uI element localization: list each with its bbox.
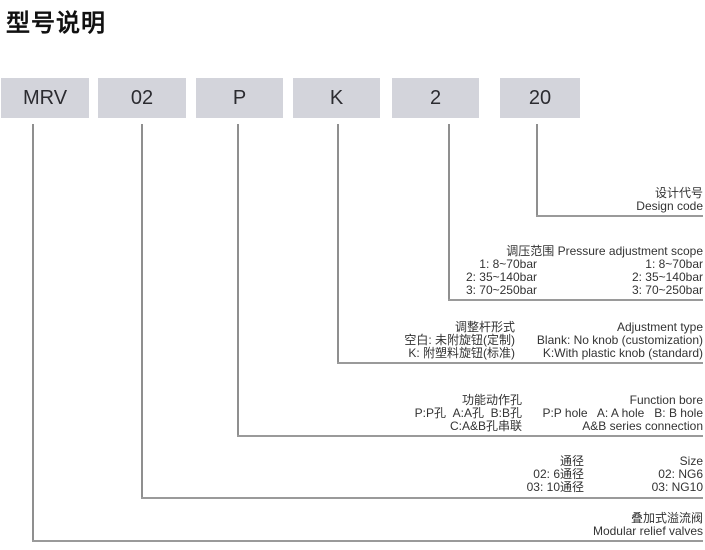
legend-design-code-cn: 设计代号 — [654, 186, 703, 200]
legend-modular-cn: 叠加式溢流阀 — [630, 511, 703, 525]
connector-horizontal-design — [536, 215, 703, 217]
legend-size-title-cn: 通径 — [559, 454, 584, 468]
connector-horizontal-modular — [32, 540, 703, 542]
legend-size-row: 02: 6通径 02: NG6 — [509, 468, 703, 481]
model-code-segment-series: MRV — [1, 78, 89, 118]
legend-pressure-row-cn: 2: 35~140bar — [465, 270, 537, 284]
legend-pressure-row-cn: 1: 8~70bar — [479, 257, 537, 271]
legend-pressure-row-cn: 3: 70~250bar — [465, 283, 537, 297]
legend-size: 通径 Size 02: 6通径 02: NG6 03: 10通径 03: NG1… — [509, 455, 703, 494]
connector-vertical-series — [32, 124, 34, 540]
legend-adjustment-row-en: Blank: No knob (customization) — [536, 333, 703, 347]
connector-vertical-adjustment — [337, 124, 339, 362]
legend-pressure-row-en: 1: 8~70bar — [645, 257, 703, 271]
connector-horizontal-size — [141, 497, 703, 499]
connector-horizontal-function — [237, 435, 703, 437]
legend-pressure-scope: 调压范围 Pressure adjustment scope 1: 8~70ba… — [452, 245, 703, 297]
legend-pressure-row: 1: 8~70bar 1: 8~70bar — [452, 258, 703, 271]
legend-adjustment-type: 调整杆形式 Adjustment type 空白: 未附旋钮(定制) Blank… — [380, 321, 703, 360]
legend-function-title-cn: 功能动作孔 — [461, 393, 522, 407]
legend-size-row-cn: 02: 6通径 — [533, 467, 584, 481]
model-code-segment-pressure: 2 — [392, 78, 479, 118]
legend-adjustment-title-cn: 调整杆形式 — [454, 320, 515, 334]
connector-vertical-function — [237, 124, 239, 435]
model-code-segment-size: 02 — [98, 78, 186, 118]
legend-function-row-cn: C:A&B孔串联 — [449, 419, 522, 433]
legend-size-row-en: 02: NG6 — [658, 467, 703, 481]
legend-function-title: 功能动作孔 Function bore — [387, 394, 703, 407]
connector-vertical-pressure — [448, 124, 450, 299]
legend-adjustment-row-cn: K: 附塑料旋钮(标准) — [408, 346, 515, 360]
legend-adjustment-row: K: 附塑料旋钮(标准) K:With plastic knob (standa… — [380, 347, 703, 360]
connector-vertical-design — [536, 124, 538, 215]
legend-adjustment-title: 调整杆形式 Adjustment type — [380, 321, 703, 334]
legend-size-title: 通径 Size — [509, 455, 703, 468]
legend-size-row-cn: 03: 10通径 — [526, 480, 584, 494]
legend-modular-valves: 叠加式溢流阀 Modular relief valves — [593, 512, 703, 538]
legend-function-bore: 功能动作孔 Function bore P:P孔 A:A孔 B:B孔 P:P h… — [387, 394, 703, 433]
legend-size-row-en: 03: NG10 — [651, 480, 703, 494]
legend-size-row: 03: 10通径 03: NG10 — [509, 481, 703, 494]
model-code-segment-function: P — [196, 78, 283, 118]
model-code-segment-adjustment: K — [293, 78, 380, 118]
legend-pressure-title: 调压范围 Pressure adjustment scope — [506, 244, 703, 258]
legend-size-title-en: Size — [679, 454, 703, 468]
legend-pressure-row-en: 2: 35~140bar — [631, 270, 703, 284]
legend-function-row-en: P:P hole A: A hole B: B hole — [542, 406, 703, 420]
legend-design-code: 设计代号 Design code — [636, 187, 703, 213]
connector-horizontal-pressure — [448, 299, 703, 301]
legend-pressure-row-en: 3: 70~250bar — [631, 283, 703, 297]
legend-modular-en: Modular relief valves — [592, 524, 703, 538]
legend-function-row-cn: P:P孔 A:A孔 B:B孔 — [414, 406, 522, 420]
legend-function-row: P:P孔 A:A孔 B:B孔 P:P hole A: A hole B: B h… — [387, 407, 703, 420]
legend-adjustment-row: 空白: 未附旋钮(定制) Blank: No knob (customizati… — [380, 334, 703, 347]
legend-function-row: C:A&B孔串联 A&B series connection — [387, 420, 703, 433]
connector-horizontal-adjustment — [337, 362, 703, 364]
model-code-segment-design: 20 — [500, 78, 580, 118]
legend-function-row-en: A&B series connection — [582, 419, 703, 433]
legend-pressure-row: 2: 35~140bar 2: 35~140bar — [452, 271, 703, 284]
legend-adjustment-row-en: K:With plastic knob (standard) — [542, 346, 703, 360]
page-title: 型号说明 — [6, 10, 106, 37]
legend-design-code-en: Design code — [636, 199, 703, 213]
legend-adjustment-title-en: Adjustment type — [616, 320, 703, 334]
legend-function-title-en: Function bore — [629, 393, 703, 407]
legend-pressure-row: 3: 70~250bar 3: 70~250bar — [452, 284, 703, 297]
legend-adjustment-row-cn: 空白: 未附旋钮(定制) — [404, 333, 515, 347]
connector-vertical-size — [141, 124, 143, 497]
